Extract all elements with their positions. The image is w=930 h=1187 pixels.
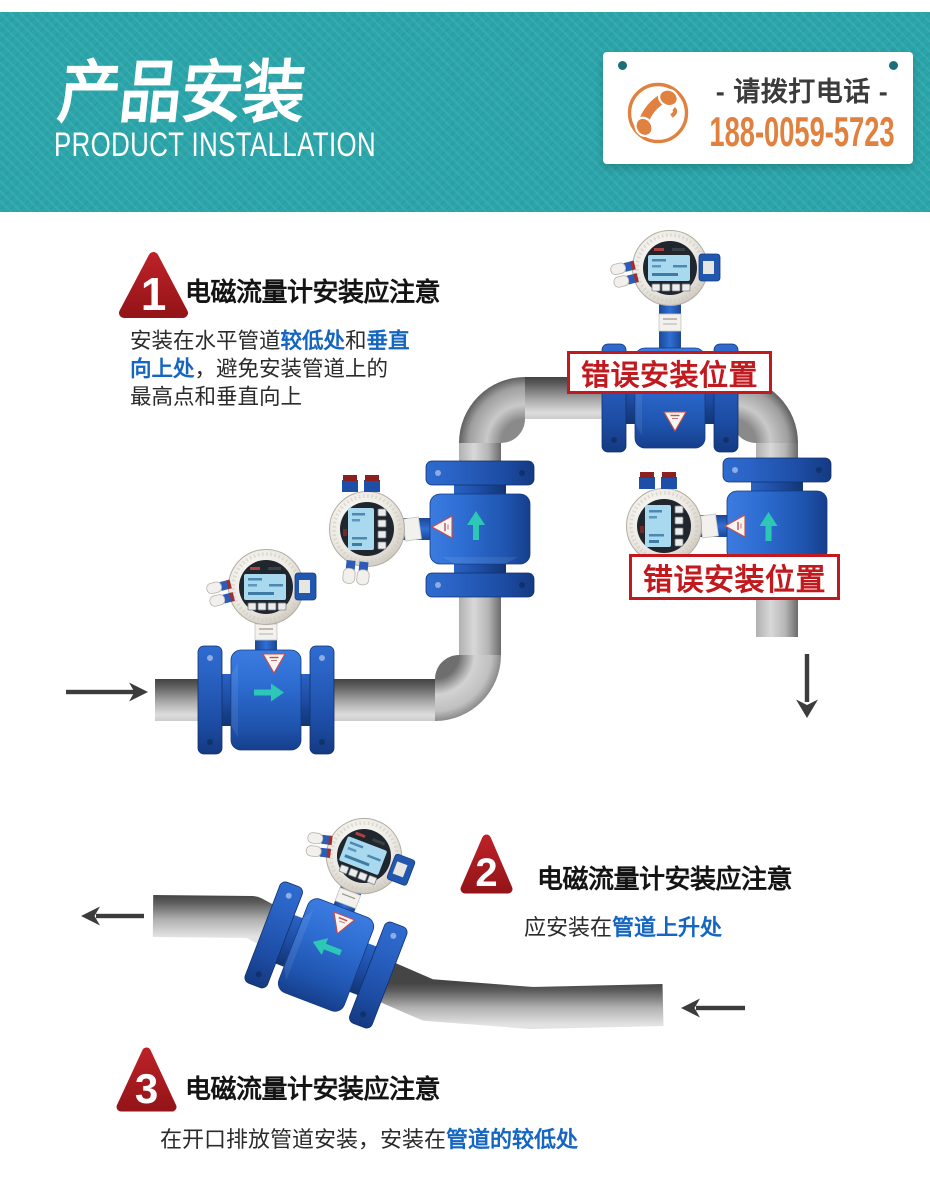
pin-dot-right	[889, 61, 898, 70]
section3-heading: 电磁流量计安装应注意	[185, 1074, 441, 1104]
flow-meter-incline-correct	[242, 797, 426, 1031]
section1-heading: 电磁流量计安装应注意	[185, 277, 441, 307]
flow-meter-left-vertical-wrong	[327, 460, 535, 598]
pipe-elbow-top-left	[459, 377, 525, 443]
flow-in-arrow	[66, 682, 148, 702]
triangle-2	[460, 834, 513, 894]
flow-direction-arrow-up	[759, 512, 778, 541]
phone-icon	[626, 81, 690, 145]
flow-meter-top-wrong	[601, 228, 739, 453]
top-white-strip	[0, 0, 930, 12]
flow-direction-arrow-left	[312, 938, 342, 956]
flow-in-arrow-2	[681, 998, 745, 1018]
section2-heading: 电磁流量计安装应注意	[537, 864, 793, 894]
section2-body: 应安装在管道上升处	[524, 915, 723, 940]
section2-marker: 2	[459, 833, 514, 896]
section3-marker: 3	[114, 1046, 179, 1114]
flow-meter-right-vertical-wrong	[624, 457, 832, 595]
flow-direction-arrow-right	[254, 683, 284, 702]
flow-meter-bottom-correct	[197, 547, 335, 755]
pipe-incline-right	[343, 947, 664, 1029]
flow-down-arrow	[796, 654, 818, 718]
phone-card: - 请拨打电话 - 188-0059-5723	[603, 52, 913, 164]
header-banner: 产品安装 PRODUCT INSTALLATION - 请拨打电话 - 188-…	[0, 12, 930, 212]
page-subtitle: PRODUCT INSTALLATION	[54, 126, 377, 164]
wrong-position-label-1: 错误安装位置	[567, 351, 772, 394]
pipe-elbow-bottom-left	[435, 655, 501, 721]
phone-label: - 请拨打电话 -	[715, 77, 889, 107]
section1-body: 安装在水平管道较低处和垂直向上处，避免安装管道上的最高点和垂直向上	[130, 329, 410, 409]
pin-dot-left	[618, 61, 627, 70]
section3-body: 在开口排放管道安装，安装在管道的较低处	[160, 1127, 579, 1152]
section1-marker: 1	[117, 250, 190, 321]
section3-number: 3	[134, 1065, 159, 1112]
section2-number: 2	[475, 851, 498, 895]
phone-number: 188-0059-5723	[709, 108, 895, 155]
section1-number: 1	[140, 268, 167, 320]
triangle-1	[119, 252, 188, 318]
flow-direction-arrow-up	[467, 511, 485, 540]
flow-out-arrow	[81, 906, 144, 926]
triangle-3	[116, 1047, 177, 1112]
wrong-position-label-2: 错误安装位置	[629, 554, 840, 600]
